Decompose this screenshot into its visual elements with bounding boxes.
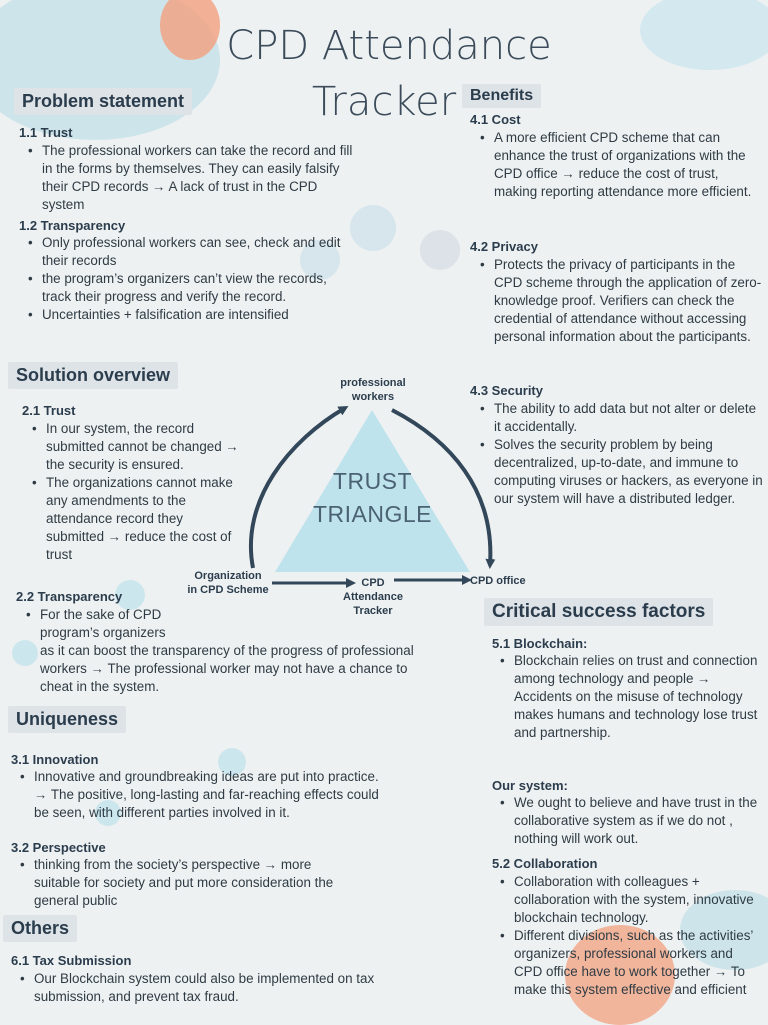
triangle-center-text-line2: TRIANGLE bbox=[312, 501, 433, 527]
others-tax-title: 6.1 Tax Submission bbox=[11, 953, 132, 968]
benefits-privacy-list: Protects the privacy of participants in … bbox=[480, 256, 765, 346]
decor-blue-dot bbox=[115, 580, 145, 610]
diagram-label-professional-workers: professional workers bbox=[340, 377, 406, 403]
problem-transparency-list: Only professional workers can see, check… bbox=[28, 234, 348, 324]
decor-orange-splash bbox=[160, 0, 220, 60]
page-title-line2: Tracker bbox=[311, 79, 457, 125]
decor-blue-splash bbox=[640, 0, 768, 70]
csf-our-system-title: Our system: bbox=[492, 778, 568, 793]
arrow-org-to-workers bbox=[249, 405, 349, 569]
uniqueness-perspective-list: thinking from the society’s perspective … bbox=[20, 856, 360, 910]
solution-transparency-list: For the sake of CPD program’s organizers bbox=[26, 606, 216, 642]
problem-trust-title: 1.1 Trust bbox=[19, 125, 73, 140]
solution-transparency-continuation: as it can boost the transparency of the … bbox=[40, 643, 414, 694]
uniqueness-heading: Uniqueness bbox=[8, 706, 127, 733]
problem-transparency-title: 1.2 Transparency bbox=[19, 218, 126, 233]
solution-transparency-title: 2.2 Transparency bbox=[16, 589, 123, 604]
triangle-center-text-line1: TRUST bbox=[332, 468, 413, 494]
diagram-label-cpd-tracker: CPD Attendance Tracker bbox=[343, 577, 403, 617]
list-item: Different divisions, such as the activit… bbox=[500, 927, 762, 999]
csf-collaboration-title: 5.2 Collaboration bbox=[492, 856, 598, 871]
list-item: the program’s organizers can’t view the … bbox=[28, 270, 348, 306]
problem-trust-list: The professional workers can take the re… bbox=[28, 142, 358, 214]
list-item: Our Blockchain system could also be impl… bbox=[20, 970, 400, 1006]
csf-blockchain-list: Blockchain relies on trust and connectio… bbox=[500, 652, 762, 742]
solution-trust-list: In our system, the record submitted cann… bbox=[32, 420, 240, 564]
benefits-security-title: 4.3 Security bbox=[470, 383, 543, 398]
list-item: In our system, the record submitted cann… bbox=[32, 420, 240, 474]
uniqueness-innovation-list: Innovative and groundbreaking ideas are … bbox=[20, 768, 390, 822]
page-title-line1: CPD Attendance bbox=[226, 23, 552, 69]
list-item: We ought to believe and have trust in th… bbox=[500, 794, 762, 848]
list-item: thinking from the society’s perspective … bbox=[20, 856, 360, 910]
list-item: The organizations cannot make any amendm… bbox=[32, 474, 240, 564]
csf-collaboration-list: Collaboration with colleagues + collabor… bbox=[500, 873, 762, 999]
list-item: The professional workers can take the re… bbox=[28, 142, 358, 214]
benefits-security-list: The ability to add data but not alter or… bbox=[480, 400, 765, 508]
csf-blockchain-title: 5.1 Blockchain: bbox=[492, 636, 588, 651]
arrow-workers-to-office bbox=[391, 408, 496, 569]
critical-success-factors-heading: Critical success factors bbox=[484, 598, 714, 626]
decor-blue-dot bbox=[12, 640, 38, 666]
benefits-privacy-title: 4.2 Privacy bbox=[470, 239, 538, 254]
others-tax-list: Our Blockchain system could also be impl… bbox=[20, 970, 400, 1006]
list-item: Only professional workers can see, check… bbox=[28, 234, 348, 270]
list-item: Innovative and groundbreaking ideas are … bbox=[20, 768, 390, 822]
list-item: Solves the security problem by being dec… bbox=[480, 436, 765, 508]
diagram-label-cpd-office: CPD office bbox=[470, 575, 526, 587]
uniqueness-perspective-title: 3.2 Perspective bbox=[11, 840, 106, 855]
solution-trust-title: 2.1 Trust bbox=[22, 403, 76, 418]
list-item: Collaboration with colleagues + collabor… bbox=[500, 873, 762, 927]
problem-statement-heading: Problem statement bbox=[14, 88, 193, 115]
benefits-heading: Benefits bbox=[462, 84, 542, 108]
list-item: Protects the privacy of participants in … bbox=[480, 256, 765, 346]
trust-triangle-shape bbox=[275, 410, 470, 572]
decor-people-icon bbox=[420, 230, 460, 270]
list-item: The ability to add data but not alter or… bbox=[480, 400, 765, 436]
list-item: For the sake of CPD program’s organizers bbox=[26, 606, 216, 642]
list-item: A more efficient CPD scheme that can enh… bbox=[480, 129, 765, 201]
others-heading: Others bbox=[3, 915, 78, 942]
benefits-cost-title: 4.1 Cost bbox=[470, 112, 521, 127]
csf-our-system-list: We ought to believe and have trust in th… bbox=[500, 794, 762, 848]
list-item: Uncertainties + falsification are intens… bbox=[28, 306, 348, 324]
benefits-cost-list: A more efficient CPD scheme that can enh… bbox=[480, 129, 765, 201]
solution-overview-heading: Solution overview bbox=[8, 362, 179, 389]
list-item: Blockchain relies on trust and connectio… bbox=[500, 652, 762, 742]
diagram-label-organization: Organization in CPD Scheme bbox=[187, 570, 269, 596]
uniqueness-innovation-title: 3.1 Innovation bbox=[11, 752, 99, 767]
